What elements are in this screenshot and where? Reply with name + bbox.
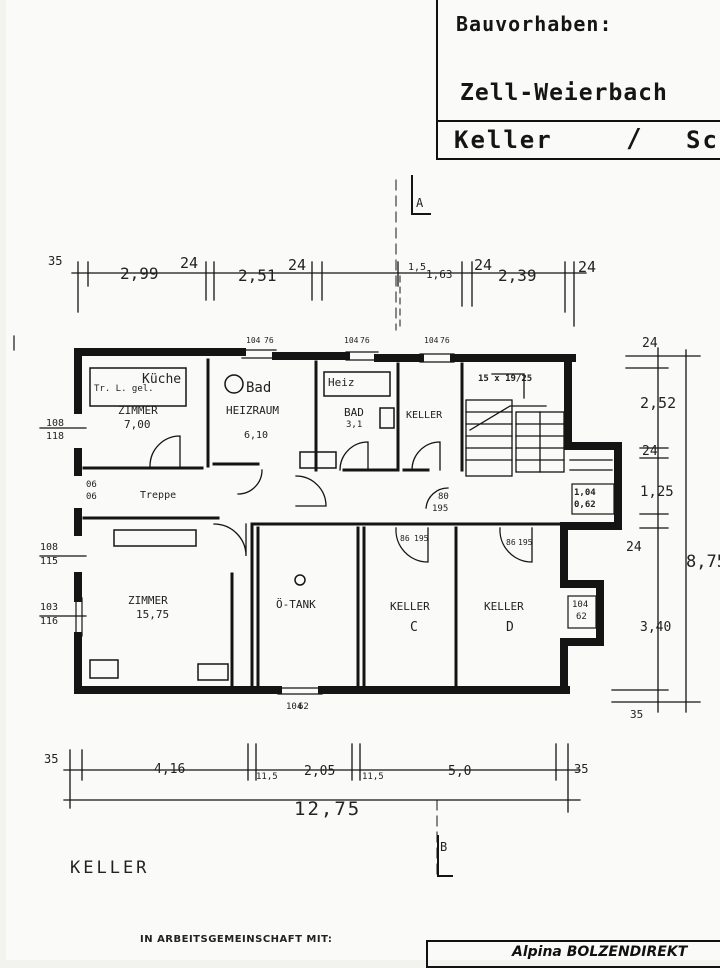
room-zimmer-name: ZIMMER xyxy=(128,594,168,607)
dim-top-9: 24 xyxy=(578,258,597,276)
dim-right-2: 24 xyxy=(642,444,658,459)
room-kueche-label2: ZIMMER xyxy=(118,404,158,417)
room-keller-d-letter: D xyxy=(506,620,514,635)
partnership-label: IN ARBEITSGEMEINSCHAFT MIT: xyxy=(140,934,333,945)
room-keller-c-letter: C xyxy=(410,620,418,635)
opening-w2-width: 104 xyxy=(344,336,359,345)
hall-label: Treppe xyxy=(140,490,177,501)
stair-note: 15 x 19/25 xyxy=(478,374,533,384)
dim-bottom-6: 35 xyxy=(574,762,589,776)
exterior-walls xyxy=(74,348,622,694)
door-flur-height: 195 xyxy=(432,504,449,514)
dim-bottom-0: 35 xyxy=(44,752,59,766)
room-bad-small-area: 3,1 xyxy=(346,420,363,430)
opening-w1-height: 76 xyxy=(264,336,274,345)
dim-right-1: 2,52 xyxy=(640,394,677,412)
dim-top-2: 24 xyxy=(180,254,199,272)
door-swings xyxy=(149,435,533,563)
right-dimension-line xyxy=(611,347,701,713)
room-keller-a-name: KELLER xyxy=(406,410,443,421)
room-zimmer-area: 15,75 xyxy=(136,608,170,621)
dim-top-1: 2,99 xyxy=(120,264,159,283)
room-bad-small-name: BAD xyxy=(344,406,364,419)
left-dimension-marks xyxy=(13,335,87,617)
dim-bottom-3: 2,05 xyxy=(304,764,336,779)
floor-suffix: Sc xyxy=(686,126,719,154)
door-kc-width: 86 xyxy=(400,534,410,543)
dim-top-4: 24 xyxy=(288,256,307,274)
room-oeltank-name: Ö-TANK xyxy=(276,598,316,611)
company-logo-box: Alpina BOLZENDIREKT xyxy=(426,940,720,968)
room-kueche-sub: Tr. L. gel. xyxy=(94,384,154,394)
dim-top-8: 2,39 xyxy=(498,266,537,285)
top-dimension-line xyxy=(71,261,587,327)
dim-top-5: 1,5 xyxy=(408,262,427,273)
opening-right1-width: 104 xyxy=(572,600,589,610)
opening-left3-height: 116 xyxy=(40,616,59,627)
section-marker-b xyxy=(436,799,453,881)
dim-right-5: 3,40 xyxy=(640,620,672,635)
door-kc-height: 195 xyxy=(414,534,429,543)
dim-top-6: 1,63 xyxy=(426,268,453,281)
room-keller-c-name: KELLER xyxy=(390,600,430,613)
floor-name: Keller xyxy=(454,126,553,154)
door-hall-height: 06 xyxy=(86,492,97,502)
opening-w3-width: 104 xyxy=(424,336,439,345)
opening-w3-height: 76 xyxy=(440,336,450,345)
dim-right-3: 1,25 xyxy=(640,484,674,500)
project-label: Bauvorhaben: xyxy=(456,12,613,36)
project-location: Zell-Weierbach xyxy=(460,80,668,106)
room-bad-name: Bad xyxy=(246,380,272,396)
opening-bottom-width: 104 xyxy=(286,702,303,712)
door-kd-width: 86 xyxy=(506,538,516,547)
title-block-divider xyxy=(438,120,720,122)
window-openings xyxy=(75,349,615,695)
room-kueche-name: Küche xyxy=(142,372,182,387)
opening-left1-height: 118 xyxy=(46,431,65,442)
room-kueche-area: 7,00 xyxy=(124,418,151,431)
opening-left3-width: 103 xyxy=(40,602,59,613)
room-keller-d-name: KELLER xyxy=(484,600,524,613)
plan-label: KELLER xyxy=(70,858,150,878)
dim-bottom-2: 11,5 xyxy=(256,772,278,782)
title-block: Bauvorhaben: Zell-Weierbach Keller / Sc xyxy=(436,0,720,160)
dim-right-6: 35 xyxy=(630,708,644,721)
dim-right-4: 24 xyxy=(626,540,642,555)
dim-right-0: 24 xyxy=(642,336,658,351)
window-box-width: 1,04 xyxy=(574,488,596,498)
opening-w1-width: 104 xyxy=(246,336,261,345)
opening-bottom-height: 62 xyxy=(298,702,309,712)
opening-right1-height: 62 xyxy=(576,612,587,622)
bottom-dimension-line xyxy=(63,743,581,813)
opening-left2-width: 108 xyxy=(40,542,59,553)
window-box-height: 0,62 xyxy=(574,500,596,510)
opening-left2-height: 115 xyxy=(40,556,59,567)
section-marker-a xyxy=(395,175,431,331)
section-letter-top: A xyxy=(416,196,424,210)
dim-top-7: 24 xyxy=(474,256,493,274)
dim-bottom-5: 5,0 xyxy=(448,764,472,779)
door-kd-height: 195 xyxy=(518,538,533,547)
opening-left1-width: 108 xyxy=(46,418,65,429)
opening-w2-height: 76 xyxy=(360,336,370,345)
room-heizraum-label: HEIZRAUM xyxy=(226,404,279,417)
company-logo: Alpina BOLZENDIREKT xyxy=(512,944,688,960)
dim-total-depth: 8,75 xyxy=(686,552,720,572)
dim-bottom-4: 11,5 xyxy=(362,772,384,782)
section-letter-bottom: B xyxy=(440,840,448,854)
room-heizung-name: Heiz xyxy=(328,376,355,389)
dim-total-width: 12,75 xyxy=(294,798,362,820)
fixtures xyxy=(89,367,395,681)
staircase xyxy=(465,373,613,477)
door-flur-width: 80 xyxy=(438,492,449,502)
room-bad-area: 6,10 xyxy=(244,430,269,441)
dim-top-3: 2,51 xyxy=(238,266,277,285)
dim-top-0: 35 xyxy=(48,254,63,268)
door-hall-width: 06 xyxy=(86,480,97,490)
dim-bottom-1: 4,16 xyxy=(154,762,186,777)
floor-separator: / xyxy=(626,124,642,154)
